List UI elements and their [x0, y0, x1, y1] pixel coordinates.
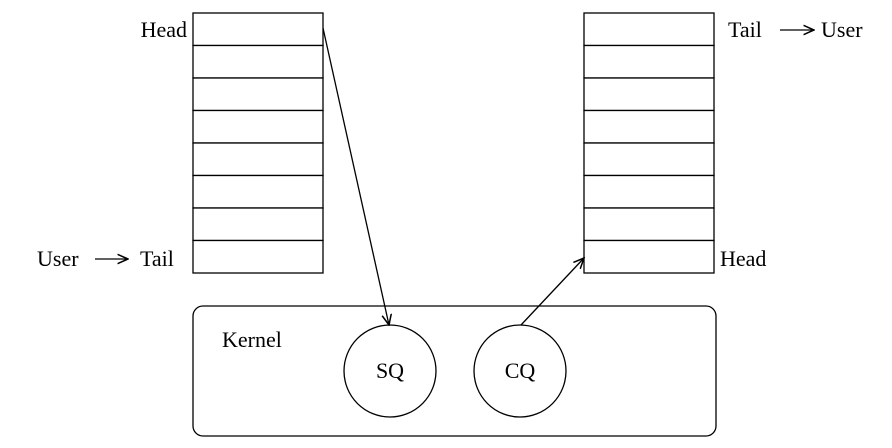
right-queue-slot	[583, 77, 715, 112]
right-queue-slot	[583, 109, 715, 144]
left-queue-user-label: User	[37, 246, 79, 271]
right-queue-slot	[583, 207, 715, 242]
kernel-box	[192, 305, 717, 437]
right-queue-slot	[583, 174, 715, 209]
right-queue-slot	[583, 142, 715, 177]
sq-label: SQ	[376, 358, 404, 383]
left-queue-slot	[192, 142, 324, 177]
right-queue-slot	[583, 12, 715, 47]
right-ring-buffer	[583, 12, 715, 274]
left-ring-buffer	[192, 12, 324, 274]
left-queue-slot	[192, 109, 324, 144]
right-queue-tail-label: Tail	[728, 17, 762, 42]
cq-circle	[473, 324, 567, 418]
right-queue-slot	[583, 44, 715, 79]
left-queue-slot	[192, 207, 324, 242]
right-queue-user-label: User	[821, 17, 863, 42]
left-queue-slot	[192, 77, 324, 112]
right-queue-slot	[583, 239, 715, 274]
head-to-sq-arrow	[322, 27, 389, 325]
right-queue-head-label: Head	[720, 246, 766, 271]
left-queue-slot	[192, 44, 324, 79]
left-queue-head-label: Head	[141, 17, 187, 42]
left-queue-slot	[192, 174, 324, 209]
left-queue-slot	[192, 12, 324, 47]
cq-label: CQ	[505, 358, 536, 383]
left-queue-tail-label: Tail	[140, 246, 174, 271]
cq-to-head-arrow	[520, 258, 584, 326]
kernel-label: Kernel	[222, 327, 282, 352]
left-queue-slot	[192, 239, 324, 274]
